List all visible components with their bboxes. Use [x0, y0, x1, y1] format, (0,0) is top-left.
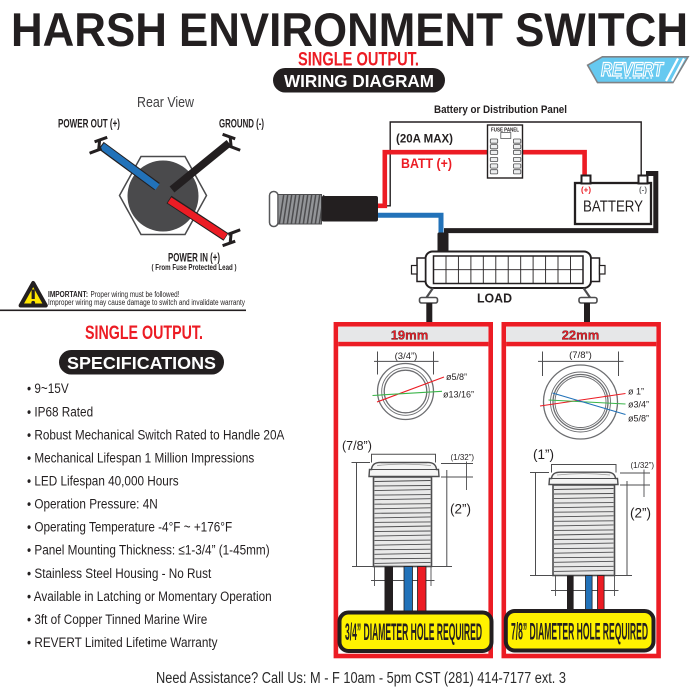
svg-text:• Robust Mechanical Switch Rat: • Robust Mechanical Switch Rated to Hand… — [27, 426, 285, 442]
svg-text:(7/8”): (7/8”) — [342, 439, 372, 453]
svg-text:Rear View: Rear View — [137, 94, 194, 111]
svg-text:ø13/16”: ø13/16” — [443, 390, 474, 400]
svg-text:(2”): (2”) — [630, 506, 651, 521]
svg-text:LOAD: LOAD — [477, 292, 512, 306]
svg-text:Improper wiring may cause dama: Improper wiring may cause damage to swit… — [48, 298, 245, 307]
svg-text:• Stainless Steel Housing - No: • Stainless Steel Housing - No Rust — [27, 565, 212, 581]
svg-text:(+): (+) — [581, 186, 591, 195]
svg-text:(20A MAX): (20A MAX) — [396, 134, 453, 146]
svg-text:22mm: 22mm — [562, 328, 600, 343]
svg-text:POWER OUT (+): POWER OUT (+) — [58, 119, 120, 131]
svg-text:ø5/8”: ø5/8” — [628, 414, 649, 424]
svg-text:(1/32”): (1/32”) — [631, 461, 655, 470]
svg-text:19mm: 19mm — [391, 328, 429, 343]
svg-text:GROUND (-): GROUND (-) — [219, 119, 264, 131]
svg-text:• Available in Latching or Mom: • Available in Latching or Momentary Ope… — [27, 588, 272, 604]
svg-text:HARSH ENVIRONMENT SWITCH: HARSH ENVIRONMENT SWITCH — [11, 3, 688, 56]
svg-text:• LED Lifespan 40,000 Hours: • LED Lifespan 40,000 Hours — [27, 473, 179, 489]
svg-text:• IP68 Rated: • IP68 Rated — [27, 403, 93, 419]
svg-text:( From Fuse Protected Lead ): ( From Fuse Protected Lead ) — [152, 263, 237, 272]
svg-text:Proper wiring must be followed: Proper wiring must be followed! — [91, 290, 180, 299]
svg-text:• Mechanical Lifespan 1 Millio: • Mechanical Lifespan 1 Million Impressi… — [27, 449, 254, 465]
svg-text:(3/4”): (3/4”) — [395, 351, 418, 362]
svg-text:(-): (-) — [639, 186, 647, 195]
svg-text:(1/32”): (1/32”) — [451, 453, 475, 462]
svg-text:REVERT: REVERT — [601, 60, 664, 81]
svg-text:• Operation Pressure: 4N: • Operation Pressure: 4N — [27, 496, 158, 512]
svg-text:SINGLE OUTPUT.: SINGLE OUTPUT. — [298, 49, 419, 70]
svg-text:FUSE PANEL: FUSE PANEL — [491, 128, 520, 134]
svg-text:Battery or Distribution Panel: Battery or Distribution Panel — [434, 104, 567, 116]
svg-text:Need Assistance? Call Us: M -: Need Assistance? Call Us: M - F 10am - 5… — [156, 670, 566, 687]
svg-text:(1”): (1”) — [533, 447, 554, 462]
svg-text:7/8” DIAMETER HOLE REQUIRED: 7/8” DIAMETER HOLE REQUIRED — [511, 619, 648, 646]
svg-text:3/4” DIAMETER HOLE REQUIRED: 3/4” DIAMETER HOLE REQUIRED — [345, 619, 482, 646]
svg-text:• 9~15V: • 9~15V — [27, 380, 69, 396]
svg-text:• Panel Mounting Thickness: ≤1: • Panel Mounting Thickness: ≤1-3/4” (1-4… — [27, 542, 270, 558]
svg-text:ø5/8”: ø5/8” — [446, 372, 467, 382]
svg-text:POWER IN (+): POWER IN (+) — [168, 253, 220, 265]
svg-text:WIRING DIAGRAM: WIRING DIAGRAM — [284, 71, 434, 91]
svg-text:(7/8”): (7/8”) — [569, 350, 592, 361]
svg-text:(2”): (2”) — [450, 502, 471, 517]
svg-text:BATTERY: BATTERY — [583, 199, 643, 216]
svg-text:SINGLE OUTPUT.: SINGLE OUTPUT. — [85, 323, 203, 344]
svg-text:• Operating Temperature -4°F ~: • Operating Temperature -4°F ~ +176°F — [27, 519, 232, 535]
svg-text:• 3ft of Copper Tinned Marine: • 3ft of Copper Tinned Marine Wire — [27, 611, 207, 627]
svg-text:IMPORTANT:: IMPORTANT: — [48, 290, 88, 299]
svg-text:ø3/4”: ø3/4” — [628, 400, 649, 410]
svg-text:ø 1”: ø 1” — [628, 387, 644, 397]
svg-text:SPECIFICATIONS: SPECIFICATIONS — [67, 353, 216, 373]
svg-text:• REVERT Limited Lifetime Warr: • REVERT Limited Lifetime Warranty — [27, 634, 218, 650]
svg-text:BATT (+): BATT (+) — [401, 156, 452, 171]
